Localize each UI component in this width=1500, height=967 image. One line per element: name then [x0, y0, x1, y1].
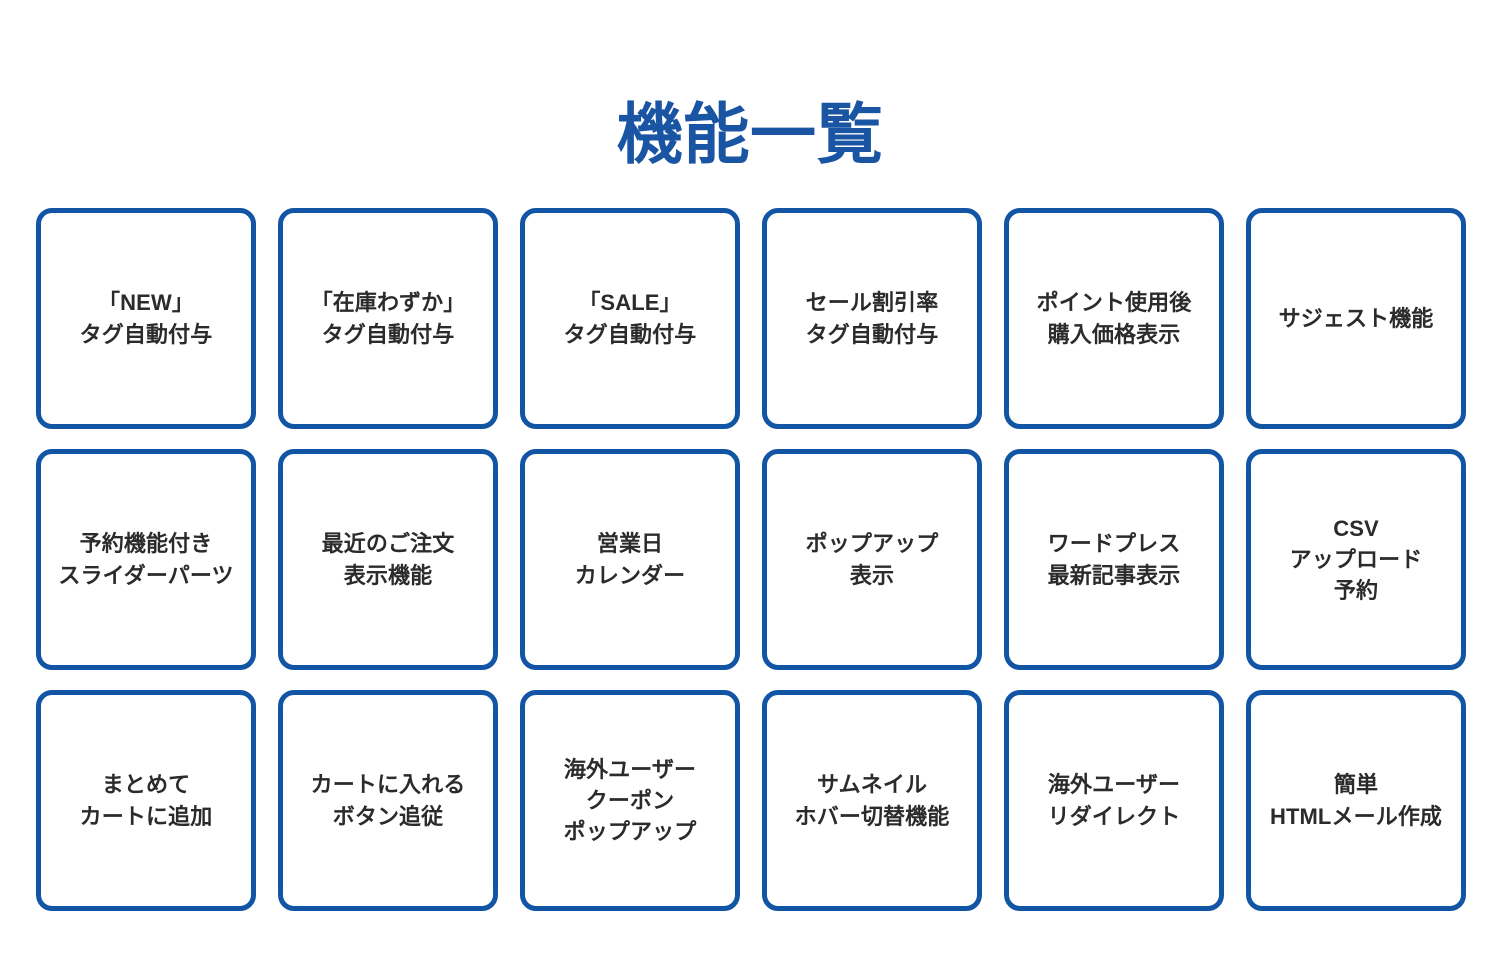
feature-card-label: 「NEW」 タグ自動付与	[79, 290, 213, 347]
feature-card-csv-upload-reservation[interactable]: CSV アップロード 予約	[1246, 449, 1466, 670]
feature-card-label: 海外ユーザー リダイレクト	[1047, 772, 1181, 829]
feature-card-recent-orders[interactable]: 最近のご注文 表示機能	[278, 449, 498, 670]
feature-card-low-stock-tag[interactable]: 「在庫わずか」 タグ自動付与	[278, 208, 498, 429]
feature-card-new-tag[interactable]: 「NEW」 タグ自動付与	[36, 208, 256, 429]
feature-card-label: カートに入れる ボタン追従	[310, 772, 466, 829]
feature-card-label: 予約機能付き スライダーパーツ	[58, 531, 234, 588]
feature-card-overseas-redirect[interactable]: 海外ユーザー リダイレクト	[1004, 690, 1224, 911]
feature-card-suggest[interactable]: サジェスト機能	[1246, 208, 1466, 429]
feature-card-reservation-slider[interactable]: 予約機能付き スライダーパーツ	[36, 449, 256, 670]
feature-card-grid: 「NEW」 タグ自動付与 「在庫わずか」 タグ自動付与 「SALE」 タグ自動付…	[36, 208, 1466, 911]
feature-card-overseas-coupon-popup[interactable]: 海外ユーザー クーポン ポップアップ	[520, 690, 740, 911]
page-title: 機能一覧	[616, 97, 884, 172]
feature-card-label: 簡単 HTMLメール作成	[1269, 772, 1443, 829]
feature-card-sale-discount-rate-tag[interactable]: セール割引率 タグ自動付与	[762, 208, 982, 429]
feature-card-label: ポップアップ 表示	[805, 531, 939, 588]
feature-card-label: 営業日 カレンダー	[574, 531, 686, 588]
feature-card-label: サムネイル ホバー切替機能	[794, 772, 950, 829]
feature-card-sale-tag[interactable]: 「SALE」 タグ自動付与	[520, 208, 740, 429]
feature-card-label: 海外ユーザー クーポン ポップアップ	[563, 756, 697, 845]
feature-card-point-adjusted-price[interactable]: ポイント使用後 購入価格表示	[1004, 208, 1224, 429]
feature-card-wordpress-latest-posts[interactable]: ワードプレス 最新記事表示	[1004, 449, 1224, 670]
feature-card-label: 「SALE」 タグ自動付与	[563, 290, 697, 347]
feature-card-label: まとめて カートに追加	[79, 772, 213, 829]
feature-card-label: 「在庫わずか」 タグ自動付与	[310, 290, 466, 347]
feature-card-popup-display[interactable]: ポップアップ 表示	[762, 449, 982, 670]
feature-card-label: 最近のご注文 表示機能	[321, 531, 455, 588]
feature-card-label: CSV アップロード 予約	[1289, 515, 1423, 604]
feature-card-label: ポイント使用後 購入価格表示	[1036, 290, 1192, 347]
feature-card-label: セール割引率 タグ自動付与	[805, 290, 939, 347]
feature-card-thumbnail-hover-switch[interactable]: サムネイル ホバー切替機能	[762, 690, 982, 911]
feature-card-business-day-calendar[interactable]: 営業日 カレンダー	[520, 449, 740, 670]
feature-card-sticky-add-to-cart-button[interactable]: カートに入れる ボタン追従	[278, 690, 498, 911]
feature-card-easy-html-mail[interactable]: 簡単 HTMLメール作成	[1246, 690, 1466, 911]
feature-card-label: サジェスト機能	[1278, 305, 1434, 331]
feature-card-bulk-add-to-cart[interactable]: まとめて カートに追加	[36, 690, 256, 911]
feature-card-label: ワードプレス 最新記事表示	[1047, 531, 1181, 588]
